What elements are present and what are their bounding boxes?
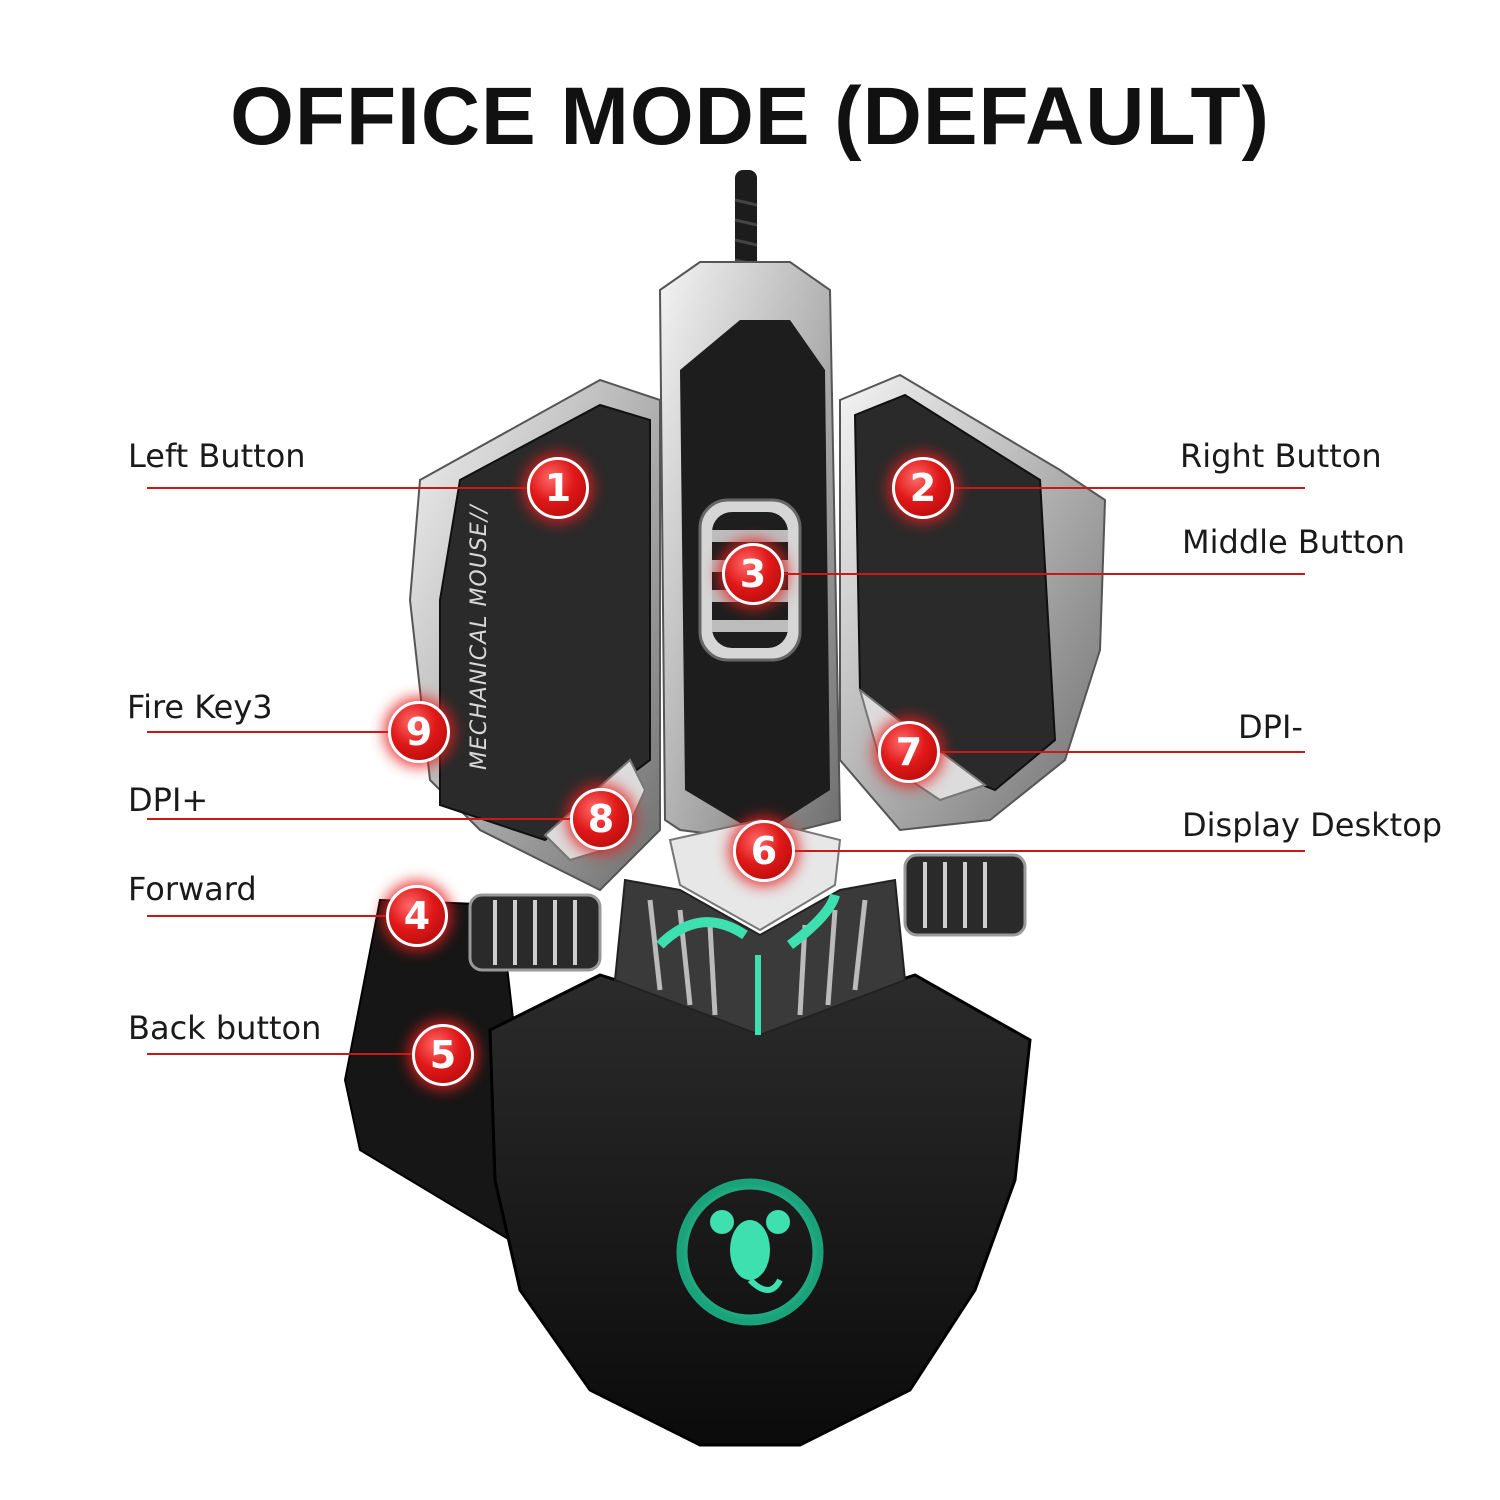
- badge-7: 7: [878, 721, 940, 783]
- callout-label-dpi-plus: DPI+: [128, 781, 209, 819]
- connector-line: [147, 487, 557, 489]
- badge-3: 3: [722, 543, 784, 605]
- badge-9: 9: [388, 701, 450, 763]
- mouse-body: [488, 973, 1032, 1447]
- callout-label-left-button: Left Button: [128, 437, 306, 475]
- callout-label-fire-key: Fire Key3: [127, 688, 273, 726]
- badge-5: 5: [412, 1024, 474, 1086]
- callout-label-back-button: Back button: [128, 1009, 322, 1047]
- badge-4: 4: [386, 885, 448, 947]
- badge-1: 1: [527, 457, 589, 519]
- badge-8: 8: [570, 788, 632, 850]
- callout-label-display-desktop: Display Desktop: [1182, 806, 1443, 844]
- connector-line: [147, 731, 417, 733]
- scorpion-emblem-icon: [676, 1178, 824, 1326]
- callout-label-forward: Forward: [128, 870, 257, 908]
- callout-label-right-button: Right Button: [1180, 437, 1382, 475]
- mouse-logo-text: MECHANICAL MOUSE//: [467, 503, 492, 770]
- callout-label-dpi-minus: DPI-: [1238, 708, 1303, 746]
- badge-6: 6: [733, 820, 795, 882]
- connector-line: [908, 751, 1305, 753]
- callout-label-middle-button: Middle Button: [1182, 523, 1406, 561]
- connector-line: [147, 818, 599, 820]
- connector-line: [922, 487, 1305, 489]
- connector-line: [147, 1053, 442, 1055]
- connector-line: [763, 850, 1305, 852]
- connector-line: [752, 573, 1305, 575]
- page-title: OFFICE MODE (DEFAULT): [230, 71, 1270, 162]
- badge-2: 2: [892, 457, 954, 519]
- connector-line: [147, 915, 416, 917]
